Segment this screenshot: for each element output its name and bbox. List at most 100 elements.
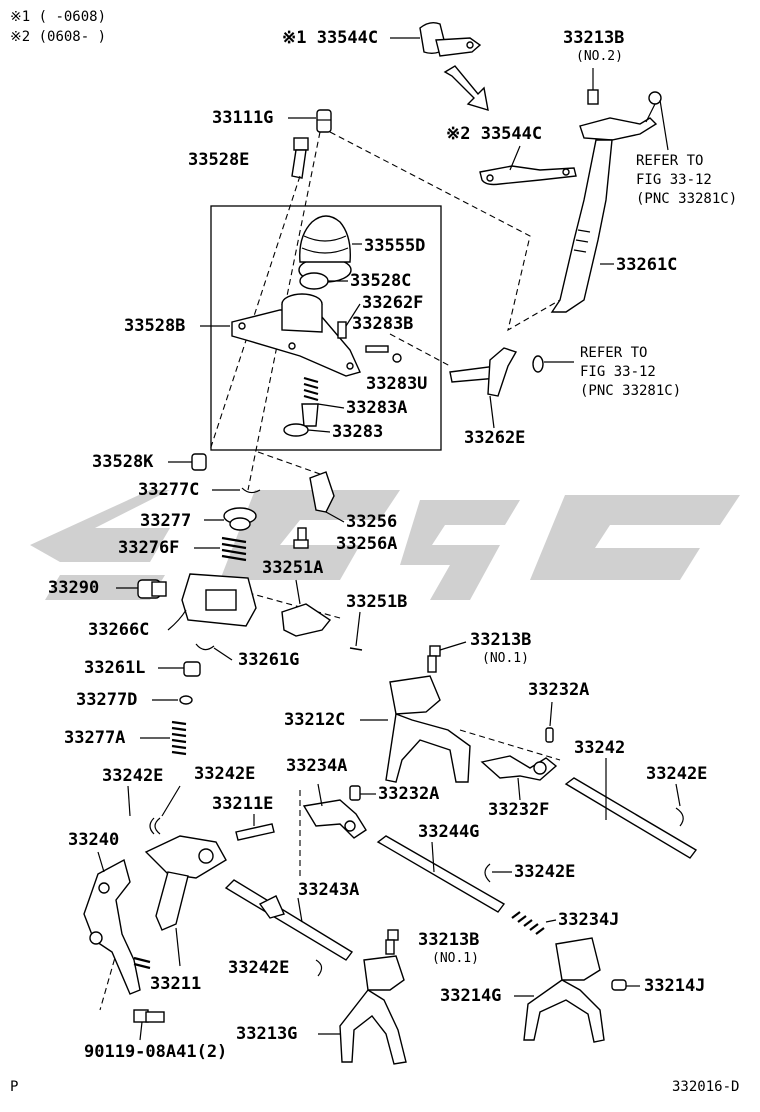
- part-33277A: [171, 720, 187, 756]
- part-33251A: [281, 579, 332, 637]
- part-33211E: [235, 823, 275, 841]
- part-33262F: [337, 321, 347, 339]
- label-33213G: 33213G: [236, 1024, 298, 1044]
- part-33242E-b: [154, 817, 161, 835]
- label-33251B: 33251B: [346, 592, 408, 612]
- label-33211E: 33211E: [212, 794, 274, 814]
- label-33276F: 33276F: [118, 538, 180, 558]
- label-33242: 33242: [574, 738, 626, 758]
- label-33277C: 33277C: [138, 480, 200, 500]
- part-33232F: [480, 755, 558, 781]
- label-33251A: 33251A: [262, 558, 324, 578]
- label-33214J: 33214J: [644, 976, 706, 996]
- part-33232A-top: [545, 727, 554, 743]
- assembly-box-33528B: [210, 205, 442, 451]
- part-33544C-type1: [419, 21, 482, 57]
- label-33555D: 33555D: [364, 236, 426, 256]
- part-33290: [137, 579, 167, 599]
- label-33528E: 33528E: [188, 150, 250, 170]
- part-90119-08A41: [133, 1009, 165, 1023]
- label-33290: 33290: [48, 578, 100, 598]
- label-33240: 33240: [68, 830, 120, 850]
- part-33244G: [376, 835, 506, 913]
- part-33240: [83, 858, 151, 995]
- part-33251B: [349, 647, 363, 651]
- label-33111G: 33111G: [212, 108, 274, 128]
- page-mark: P: [10, 1079, 19, 1095]
- label-33242E-a: 33242E: [102, 766, 164, 786]
- part-33212C: [385, 675, 471, 783]
- label-33242E-right: 33242E: [646, 764, 708, 784]
- label-33256: 33256: [346, 512, 398, 532]
- label-33242E-b: 33242E: [194, 764, 256, 784]
- label-33277: 33277: [140, 511, 192, 531]
- part-33234A: [302, 799, 367, 839]
- label-33214G: 33214G: [440, 986, 502, 1006]
- label-refer2-line2: FIG 33-12: [580, 364, 656, 380]
- label-33266C: 33266C: [88, 620, 150, 640]
- watermark-logo: [30, 490, 740, 600]
- label-33213B-no1-mid: 33213B: [470, 630, 532, 650]
- label-33232F: 33232F: [488, 800, 550, 820]
- label-33261G: 33261G: [238, 650, 300, 670]
- label-33283U: 33283U: [366, 374, 428, 394]
- part-33555D: [298, 215, 352, 283]
- part-33111G: [316, 109, 332, 133]
- part-33276F: [221, 536, 247, 562]
- part-33283A: [303, 376, 319, 402]
- label-33544C-1: ※1 33544C: [282, 28, 379, 48]
- part-33232A-mid: [349, 785, 361, 801]
- part-33211: [144, 835, 227, 931]
- label-33213B-no2: 33213B: [563, 28, 625, 48]
- part-33234J: [511, 911, 545, 935]
- label-33243A: 33243A: [298, 880, 360, 900]
- part-33242: [564, 777, 698, 859]
- part-33242E-low: [315, 959, 323, 977]
- footnote-1: ※1 ( -0608): [10, 9, 107, 25]
- label-33212C: 33212C: [284, 710, 346, 730]
- label-33262E: 33262E: [464, 428, 526, 448]
- part-33283U: [392, 353, 402, 363]
- part-33528E: [291, 137, 309, 179]
- part-33261G: [195, 643, 215, 651]
- label-33528C: 33528C: [350, 271, 412, 291]
- label-33256A: 33256A: [336, 534, 398, 554]
- part-33256: [309, 471, 335, 513]
- label-refer1-line2: FIG 33-12: [636, 172, 712, 188]
- part-33266C: [181, 573, 257, 627]
- label-33211: 33211: [150, 974, 202, 994]
- label-33262F: 33262F: [362, 293, 424, 313]
- part-33528C: [299, 272, 329, 290]
- footnote-2: ※2 (0608- ): [10, 29, 107, 45]
- label-33213B-no1-mid-sub: (NO.1): [482, 651, 529, 666]
- part-33213B-no1-bot: [385, 929, 399, 955]
- part-33261L: [183, 661, 201, 677]
- label-33283: 33283: [332, 422, 384, 442]
- part-33261C: [550, 91, 662, 313]
- part-33277: [223, 507, 257, 531]
- label-refer2-line1: REFER TO: [580, 345, 648, 361]
- label-33544C-2: ※2 33544C: [446, 124, 543, 144]
- label-refer1-line3: (PNC 33281C): [636, 191, 738, 207]
- label-33242E-mid: 33242E: [514, 862, 576, 882]
- part-33213B-no2: [587, 68, 599, 105]
- part-33242E-right: [675, 807, 684, 827]
- label-33232A-mid: 33232A: [378, 784, 440, 804]
- part-33214J: [611, 979, 627, 991]
- label-33213B-no1-bot: 33213B: [418, 930, 480, 950]
- label-33277A: 33277A: [64, 728, 126, 748]
- label-33283B: 33283B: [352, 314, 414, 334]
- label-refer2-line3: (PNC 33281C): [580, 383, 682, 399]
- part-33277C: [241, 487, 261, 494]
- part-33544C-type2: [479, 165, 577, 186]
- label-refer1-line1: REFER TO: [636, 153, 704, 169]
- label-33213B-no2-sub: (NO.2): [576, 49, 623, 64]
- part-33283B: [365, 345, 389, 353]
- part-33277D: [179, 695, 193, 705]
- part-33528B: [231, 293, 361, 377]
- part-33528K: [191, 453, 207, 471]
- label-33261L: 33261L: [84, 658, 146, 678]
- label-90119-08A41: 90119-08A41(2): [84, 1042, 228, 1062]
